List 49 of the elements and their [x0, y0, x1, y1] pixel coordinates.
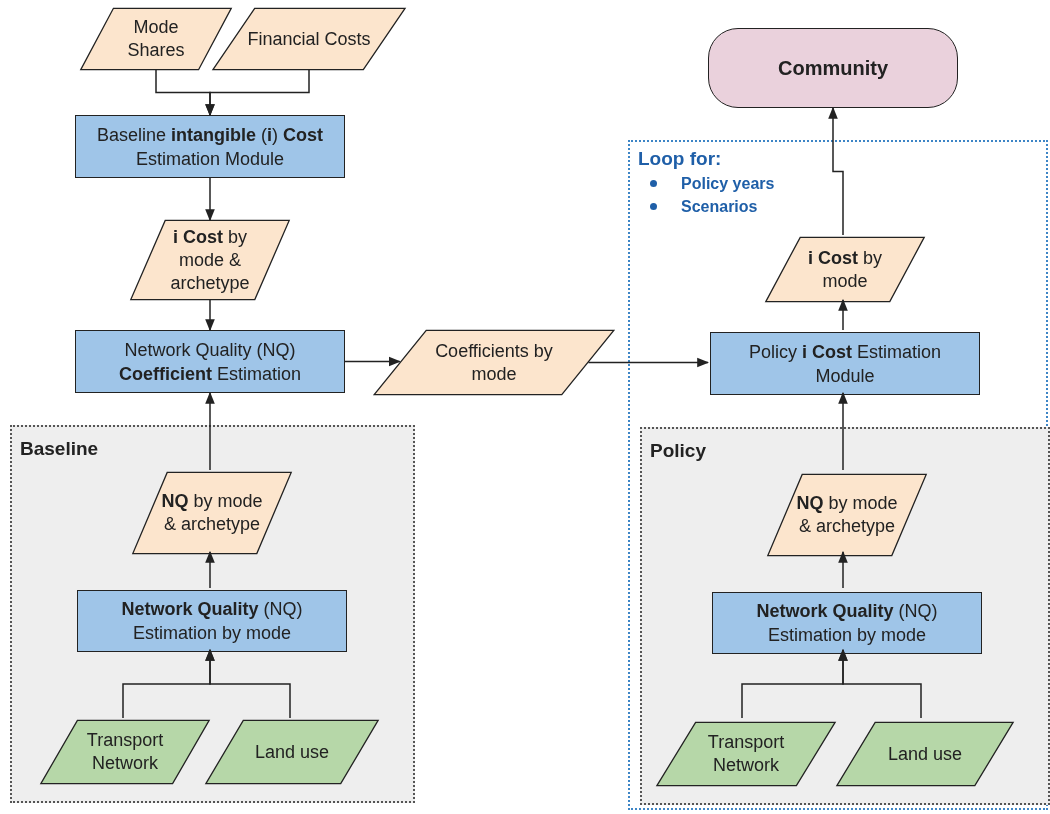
- arrow: [587, 357, 710, 368]
- group-title: Policy: [650, 439, 706, 463]
- arrow: [205, 299, 215, 332]
- data-parallelogram: [765, 237, 925, 302]
- data-text: Mode Shares: [126, 16, 186, 62]
- data-text: Financial Costs: [247, 27, 371, 51]
- loop-title: Loop for:: [638, 147, 723, 171]
- arrow: [838, 391, 848, 471]
- input-parallelogram: [40, 720, 210, 784]
- arrow: [205, 177, 215, 222]
- process-box: Network Quality (NQ) Coefficient Estimation: [75, 330, 345, 393]
- arrow: [205, 391, 215, 471]
- data-parallelogram: [130, 220, 290, 300]
- data-text: Transport Network: [706, 731, 786, 777]
- arrow: [838, 648, 922, 719]
- arrow: [344, 356, 401, 367]
- data-text: Coefficients by mode: [434, 339, 554, 386]
- data-text: Land use: [254, 740, 330, 764]
- arrow: [205, 550, 215, 589]
- data-text: NQ by mode & archetype: [795, 492, 899, 538]
- data-parallelogram: [212, 8, 406, 70]
- loop-item: Policy years: [681, 174, 775, 194]
- process-box: Baseline intangible (i) Cost Estimation Module: [75, 115, 345, 178]
- arrow: [838, 550, 848, 589]
- process-box: Network Quality (NQ) Estimation by mode: [77, 590, 347, 652]
- loop-panel: [628, 140, 1048, 810]
- data-text: Land use: [887, 742, 963, 766]
- data-text: i Cost by mode & archetype: [169, 225, 251, 295]
- loop-item: Scenarios: [681, 197, 758, 217]
- data-parallelogram: [767, 474, 927, 556]
- arrow: [828, 106, 844, 236]
- data-text: Transport Network: [85, 729, 165, 775]
- process-box: Policy i Cost Estimation Module: [710, 332, 980, 395]
- input-parallelogram: [656, 722, 836, 786]
- arrow: [205, 69, 310, 117]
- input-parallelogram: [205, 720, 379, 784]
- data-text: NQ by mode & archetype: [160, 490, 264, 536]
- data-parallelogram: [132, 472, 292, 554]
- group-panel: [10, 425, 415, 803]
- data-parallelogram: [80, 8, 232, 70]
- input-parallelogram: [836, 722, 1014, 786]
- terminal-box: Community: [708, 28, 958, 108]
- process-box: Network Quality (NQ) Estimation by mode: [712, 592, 982, 654]
- arrow: [205, 648, 291, 719]
- group-panel: [640, 427, 1050, 805]
- data-parallelogram: [373, 330, 615, 395]
- group-title: Baseline: [20, 437, 99, 461]
- arrow: [838, 298, 848, 331]
- data-text: i Cost by mode: [806, 246, 883, 293]
